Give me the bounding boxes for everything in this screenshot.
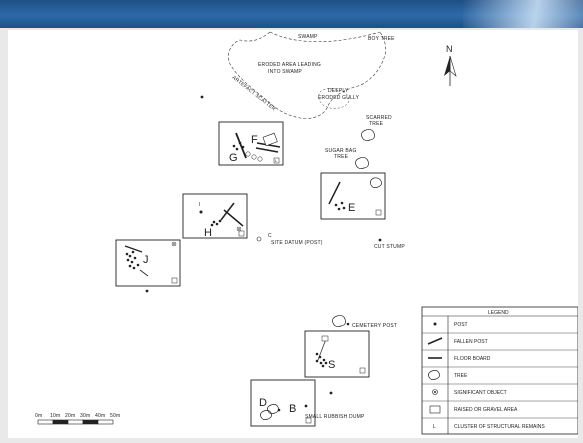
sugar-bag-tree-label-2: TREE <box>334 154 349 160</box>
site-datum-label: SITE DATUM (POST) <box>271 240 323 246</box>
map-legend: LEGEND L POST FALLEN POST FLOOR BOARD TR… <box>421 306 579 435</box>
eroded-area-label: ERODED AREA LEADING <box>258 62 321 68</box>
site-e-label: E <box>348 202 355 214</box>
cemetery-post-marker <box>346 322 350 326</box>
site-f-label: F <box>251 134 258 146</box>
legend-item-label: POST <box>454 322 468 328</box>
site-datum-marker <box>256 236 262 242</box>
post-marker <box>329 391 333 395</box>
cemetery-post-label: CEMETERY POST <box>352 323 397 329</box>
scale-tick-label: 0m <box>35 413 42 419</box>
legend-item-label: SIGNIFICANT OBJECT <box>454 390 507 396</box>
swamp-label: SWAMP <box>298 34 318 40</box>
site-g-label: G <box>229 152 238 164</box>
cemetery-tree-icon <box>332 315 346 327</box>
north-arrow-icon <box>444 55 457 86</box>
legend-item-label: FALLEN POST <box>454 339 488 345</box>
scarred-tree-icon <box>361 129 375 141</box>
swamp-edge <box>269 31 381 43</box>
post-marker <box>378 238 382 242</box>
artefact-scatter-label: ARTEFACT SCATTER <box>231 75 277 113</box>
site-s-features <box>315 335 366 374</box>
scale-tick-label: 50m <box>110 413 120 419</box>
legend-item-label: RAISED OR GRAVEL AREA <box>454 407 518 413</box>
site-bd-boundary <box>250 379 316 427</box>
post-marker <box>145 289 149 293</box>
legend-significant-object-icon <box>432 389 438 395</box>
legend-raised-area-icon <box>429 405 441 414</box>
sugar-bag-tree-icon <box>355 157 369 169</box>
site-s-boundary <box>304 330 370 378</box>
site-map-sheet: SWAMP BOY TREE ERODED AREA LEADING INTO … <box>8 30 579 438</box>
legend-structural-cluster-icon: L <box>433 424 436 430</box>
site-fg-features: L <box>232 132 281 164</box>
scale-tick-label: 40m <box>95 413 105 419</box>
scale-tick-label: 30m <box>80 413 90 419</box>
site-c-label: C <box>268 233 272 239</box>
site-j-label: J <box>143 254 149 266</box>
legend-title: LEGEND <box>488 310 509 316</box>
site-d-label: D <box>259 397 267 409</box>
legend-tree-icon <box>428 369 440 381</box>
banner-highlight <box>463 0 583 28</box>
eroded-area-outline <box>228 31 386 119</box>
post-marker <box>200 95 204 99</box>
site-b-label: B <box>289 403 296 415</box>
boy-tree-label: BOY TREE <box>368 36 395 42</box>
cut-stump-label: CUT STUMP <box>374 244 405 250</box>
north-label: N <box>446 44 453 54</box>
sugar-bag-tree-label: SUGAR BAG <box>325 148 357 154</box>
scarred-tree-label: SCARRED <box>366 115 392 121</box>
deeply-eroded-label-2: ERODED GULLY <box>318 95 360 101</box>
scale-bar: 0m 10m 20m 30m 40m 50m <box>35 413 120 425</box>
legend-item-label: CLUSTER OF STRUCTURAL REMAINS <box>454 424 545 430</box>
site-j-features <box>124 241 178 284</box>
site-j-boundary <box>115 239 181 287</box>
gully-outline <box>318 88 350 109</box>
deeply-eroded-label: DEEPLY <box>328 88 349 94</box>
scale-tick-label: 10m <box>50 413 60 419</box>
legend-fallen-post-icon <box>427 337 443 345</box>
site-hi-boundary <box>182 193 248 239</box>
legend-item-label: TREE <box>454 373 468 379</box>
site-bd-features <box>260 403 312 424</box>
site-h-label: H <box>204 227 212 239</box>
title-banner <box>0 0 583 28</box>
small-rubbish-dump-label: SMALL RUBBISH DUMP <box>305 414 365 420</box>
site-e-boundary <box>320 172 386 220</box>
site-map: SWAMP BOY TREE ERODED AREA LEADING INTO … <box>35 31 579 435</box>
site-i-label: I <box>199 202 201 208</box>
scale-tick-label: 20m <box>65 413 75 419</box>
legend-item-label: FLOOR BOARD <box>454 356 491 362</box>
site-fg-boundary <box>218 121 284 166</box>
eroded-area-label-2: INTO SWAMP <box>268 69 302 75</box>
post-marker <box>304 404 308 408</box>
scarred-tree-label-2: TREE <box>369 121 384 127</box>
legend-post-icon <box>433 322 437 326</box>
site-e-features <box>328 177 382 216</box>
site-hi-features <box>199 202 245 237</box>
site-s-label: S <box>328 359 335 371</box>
cluster-marker: L <box>275 158 278 163</box>
